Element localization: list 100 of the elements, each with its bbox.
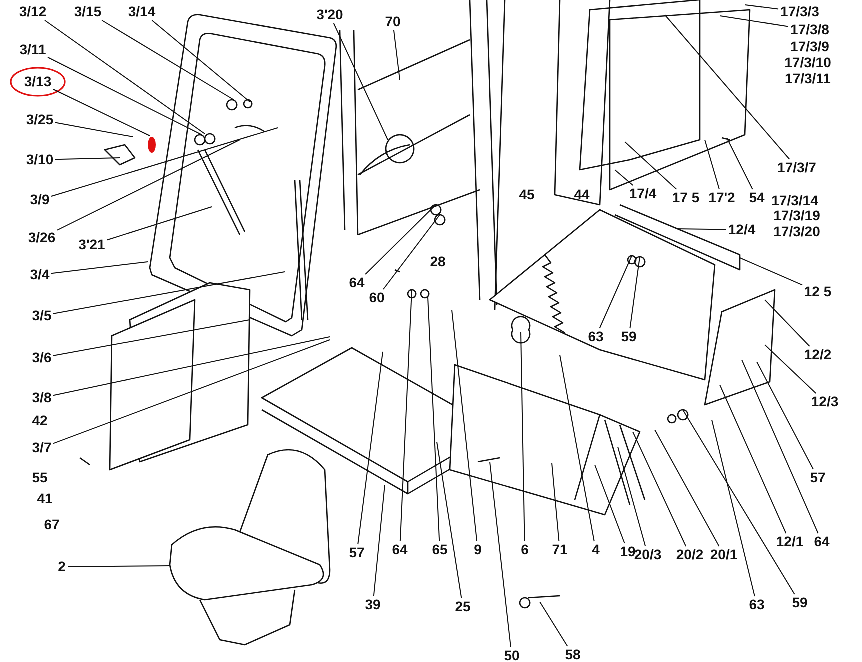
- callout-number: 6: [521, 542, 529, 558]
- callout-number: 3/25: [26, 112, 54, 128]
- leader-line: [552, 462, 560, 542]
- callout-number: 12/1: [776, 534, 804, 550]
- leader-line: [48, 57, 202, 136]
- leader-line: [436, 442, 462, 599]
- leader-line: [152, 20, 250, 102]
- callout-number: 63: [749, 598, 765, 612]
- callout-number: 57: [349, 546, 365, 560]
- callout-number: 17/3/20: [774, 224, 820, 240]
- leader-line: [53, 320, 250, 356]
- leader-line: [373, 484, 386, 597]
- callout-number: 12/3: [811, 394, 839, 410]
- leader-line: [55, 158, 120, 160]
- leader-line: [742, 360, 819, 534]
- leader-line: [358, 352, 384, 545]
- callout-number: 60: [369, 290, 385, 306]
- callout-number: 58: [565, 648, 581, 662]
- callout-number: 55: [32, 470, 48, 486]
- callout-number: 17/3/19: [774, 208, 820, 224]
- callout-number: 4: [592, 542, 600, 558]
- callout-number: 67: [44, 518, 60, 532]
- callout-number: 3/10: [26, 152, 54, 168]
- leader-line: [102, 20, 234, 100]
- callout-number: 17/3/9: [790, 40, 830, 54]
- leader-line: [624, 142, 678, 190]
- leader-line: [632, 432, 687, 547]
- leader-line: [540, 602, 568, 647]
- callout-number: 64: [392, 542, 408, 558]
- leader-line: [720, 16, 789, 28]
- callout-number: 17 5: [672, 190, 700, 206]
- callout-number: 3/12: [19, 4, 47, 20]
- callout-number: 64: [814, 534, 830, 550]
- leader-line: [333, 23, 388, 140]
- callout-number: 39: [365, 598, 381, 612]
- leader-line: [520, 332, 526, 542]
- callout-number: 17/3/11: [785, 72, 831, 86]
- leader-line: [664, 14, 790, 160]
- callout-number: 25: [455, 600, 471, 614]
- callout-number: 70: [385, 14, 401, 30]
- callout-number: 3/6: [32, 350, 52, 366]
- callout-number: 20/1: [710, 548, 738, 562]
- leader-line: [490, 462, 512, 648]
- leader-line: [452, 310, 478, 542]
- leader-line: [107, 206, 212, 241]
- callout-number: 54: [749, 190, 765, 206]
- callout-number: 71: [552, 542, 568, 558]
- callout-number: 57: [810, 470, 826, 486]
- callout-number: 12/4: [728, 222, 756, 238]
- leader-line: [726, 138, 754, 190]
- callout-number: 17/3/14: [772, 194, 818, 208]
- callout-number: 3'21: [78, 238, 106, 252]
- callout-number: 17/3/10: [784, 56, 832, 70]
- callout-number: 2: [58, 560, 66, 574]
- leader-line: [682, 410, 796, 595]
- leader-line: [720, 384, 787, 534]
- callout-number: 3'20: [316, 8, 344, 22]
- leader-line: [704, 140, 720, 190]
- callout-number: 63: [588, 330, 604, 344]
- callout-number: 19: [620, 544, 636, 560]
- callout-number: 12 5: [804, 284, 832, 300]
- callout-number: 17'2: [708, 190, 736, 206]
- callout-number: 64: [349, 276, 365, 290]
- callout-number: 59: [792, 596, 808, 610]
- callout-number: 17/3/7: [778, 160, 816, 176]
- callout-number: 3/8: [32, 390, 52, 406]
- leader-line: [614, 170, 634, 186]
- leader-line: [676, 228, 727, 230]
- leader-line: [560, 354, 595, 542]
- callout-number: 3/5: [32, 308, 52, 324]
- callout-number: 3/26: [28, 230, 56, 246]
- callout-number: 3/4: [30, 268, 50, 282]
- callout-number: 17/3/3: [780, 4, 820, 20]
- leader-line: [53, 272, 286, 314]
- leader-line: [51, 262, 148, 274]
- leader-line: [53, 336, 330, 396]
- leader-line: [44, 20, 206, 134]
- callout-number: 28: [430, 254, 446, 270]
- callout-number: 50: [504, 648, 520, 662]
- leader-line: [365, 204, 436, 275]
- callout-number: 45: [519, 188, 535, 202]
- callout-number: 3/13: [24, 74, 52, 90]
- callout-number: 20/3: [634, 548, 662, 562]
- callout-number: 41: [37, 492, 53, 506]
- callout-number: 3/14: [128, 4, 156, 20]
- callout-number: 44: [574, 188, 590, 202]
- leader-line: [57, 140, 240, 231]
- callout-number: 9: [474, 542, 482, 558]
- leader-line: [756, 362, 814, 470]
- callout-number: 20/2: [676, 548, 704, 562]
- callout-number: 3/7: [32, 440, 52, 456]
- callout-number: 17/3/8: [790, 22, 830, 38]
- leader-line: [618, 446, 646, 547]
- leader-line: [394, 30, 400, 80]
- callout-number: 3/15: [74, 4, 102, 20]
- callout-number: 59: [621, 330, 637, 344]
- leader-line: [630, 256, 640, 329]
- leader-line: [428, 296, 440, 542]
- leader-line: [764, 300, 810, 347]
- leader-line: [764, 344, 817, 394]
